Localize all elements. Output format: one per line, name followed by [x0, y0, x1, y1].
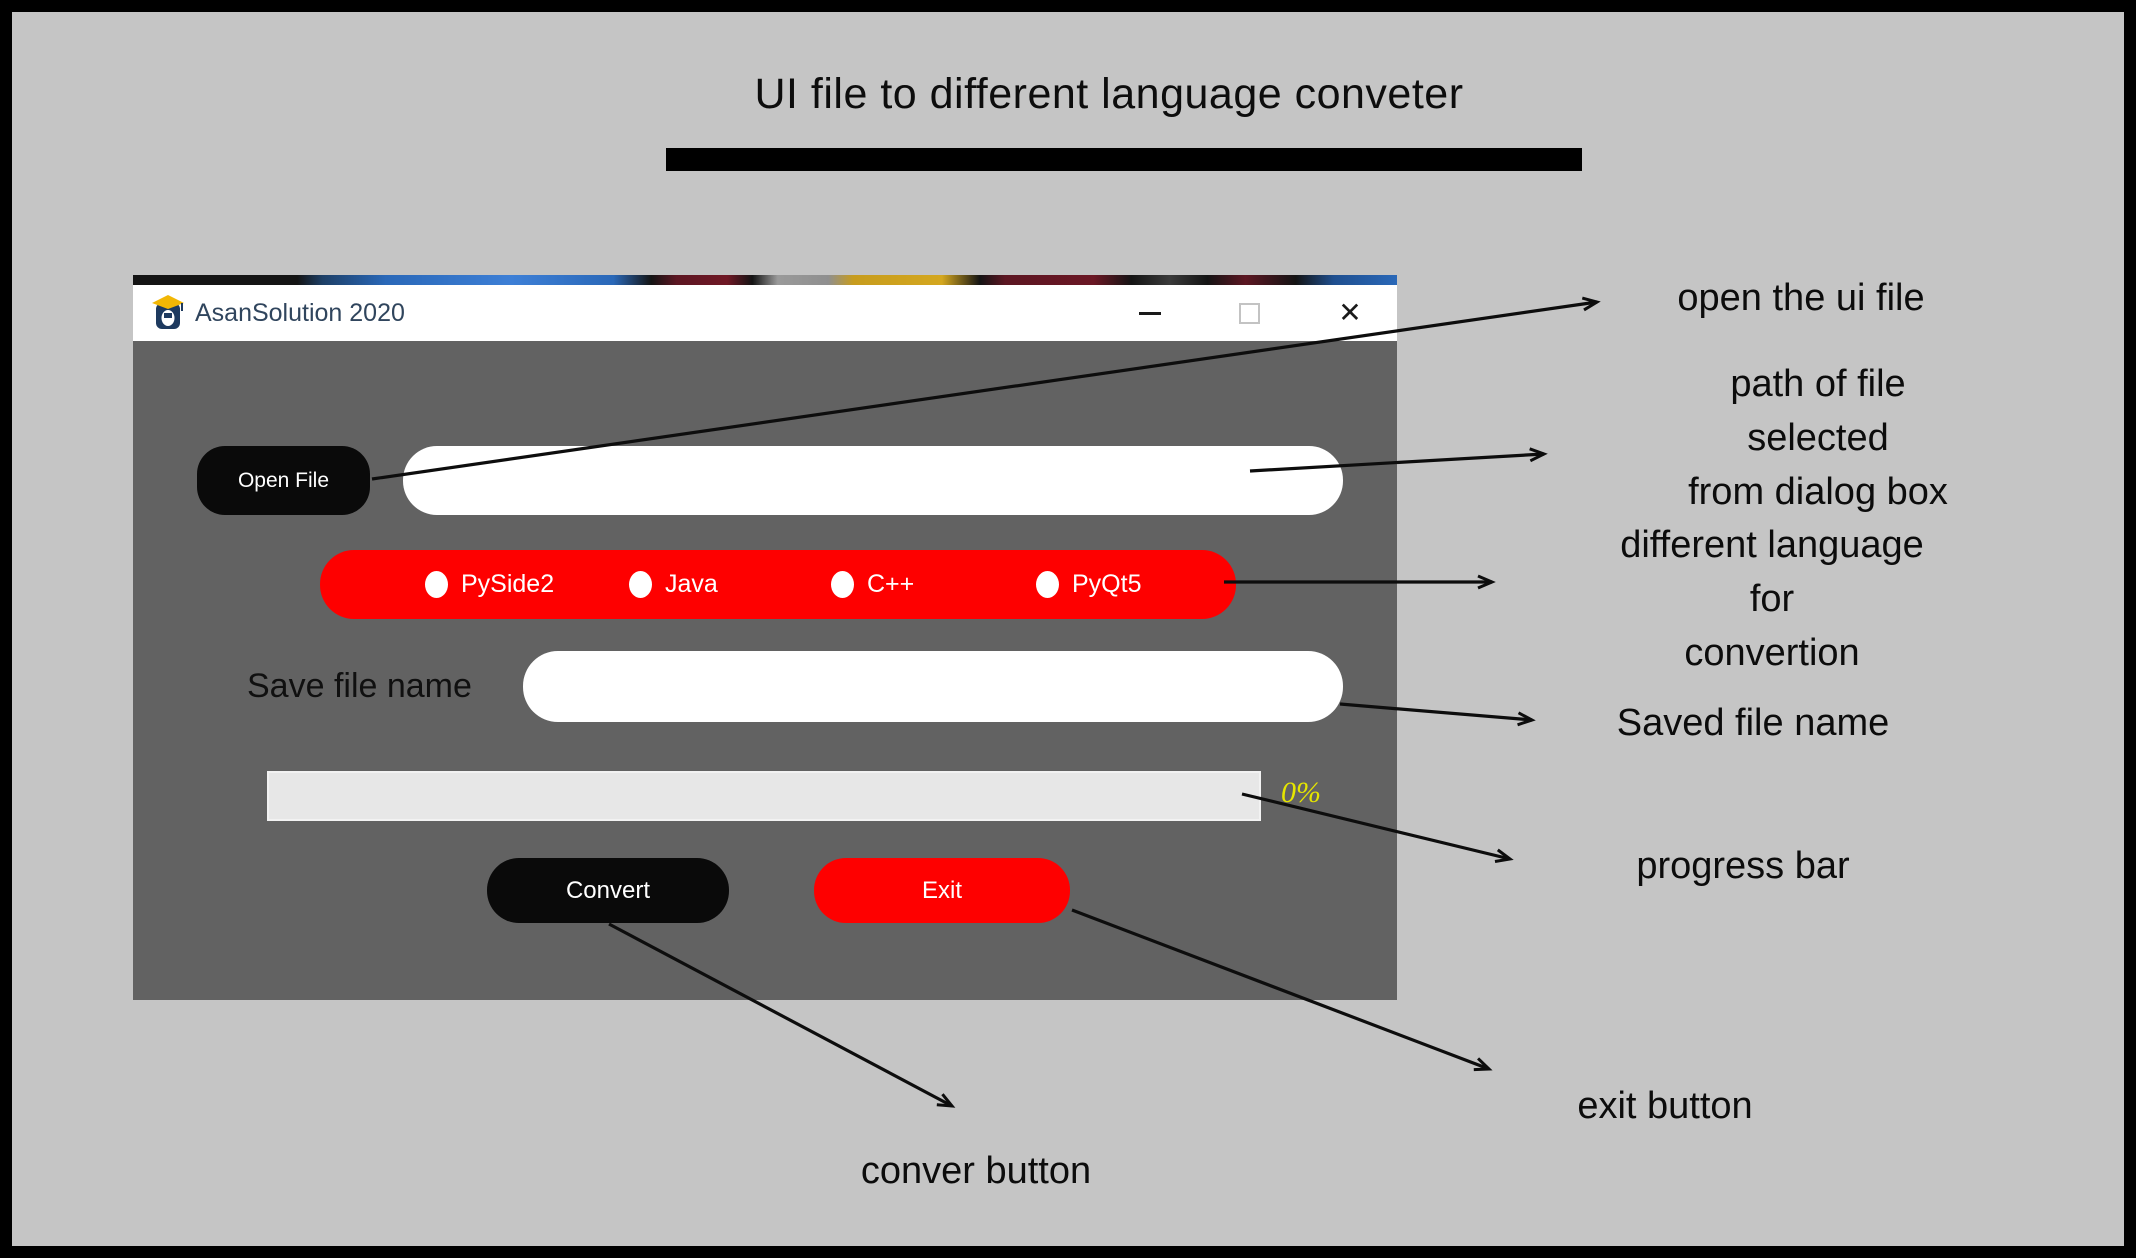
- radio-circle-icon: [831, 571, 854, 598]
- annotation-exit-button: exit button: [1577, 1085, 1753, 1128]
- title-underline-bar: [666, 148, 1582, 171]
- radio-option-java[interactable]: Java: [629, 550, 718, 619]
- radio-option-pyqt5[interactable]: PyQt5: [1036, 550, 1141, 619]
- page-title: UI file to different language conveter: [754, 70, 1464, 118]
- convert-button[interactable]: Convert: [487, 858, 729, 923]
- save-file-name-label: Save file name: [247, 667, 472, 705]
- minimize-icon[interactable]: [1124, 285, 1176, 341]
- annotation-progress-bar: progress bar: [1636, 845, 1850, 888]
- exit-button[interactable]: Exit: [814, 858, 1070, 923]
- radio-option-pyside2[interactable]: PySide2: [425, 550, 554, 619]
- radio-option-cpp[interactable]: C++: [831, 550, 914, 619]
- annotation-saved-file: Saved file name: [1616, 702, 1890, 745]
- file-path-input[interactable]: [403, 446, 1343, 515]
- annotation-path-of-file: path of file selected from dialog box: [1688, 363, 1948, 513]
- language-options-bar: PySide2 Java C++ PyQt5: [320, 550, 1236, 619]
- annotation-open-ui-file: open the ui file: [1677, 277, 1925, 320]
- asansolution-window: AsanSolution 2020 ✕ Open File PySide2 Ja…: [133, 275, 1397, 1000]
- radio-circle-icon: [629, 571, 652, 598]
- close-icon[interactable]: ✕: [1338, 297, 1362, 328]
- window-titlebar: AsanSolution 2020 ✕: [133, 285, 1397, 341]
- window-title: AsanSolution 2020: [195, 298, 405, 327]
- progress-percent-label: 0%: [1281, 776, 1321, 809]
- annotation-languages: different language for convertion: [1620, 524, 1924, 674]
- window-top-edge-strip: [133, 275, 1397, 285]
- maximize-icon[interactable]: [1223, 285, 1275, 341]
- radio-circle-icon: [425, 571, 448, 598]
- open-file-button[interactable]: Open File: [197, 446, 370, 515]
- radio-circle-icon: [1036, 571, 1059, 598]
- graduate-shield-logo-icon: [152, 295, 184, 329]
- annotation-convert-button: conver button: [860, 1150, 1092, 1193]
- progress-bar: [267, 771, 1261, 821]
- save-file-name-input[interactable]: [523, 651, 1343, 722]
